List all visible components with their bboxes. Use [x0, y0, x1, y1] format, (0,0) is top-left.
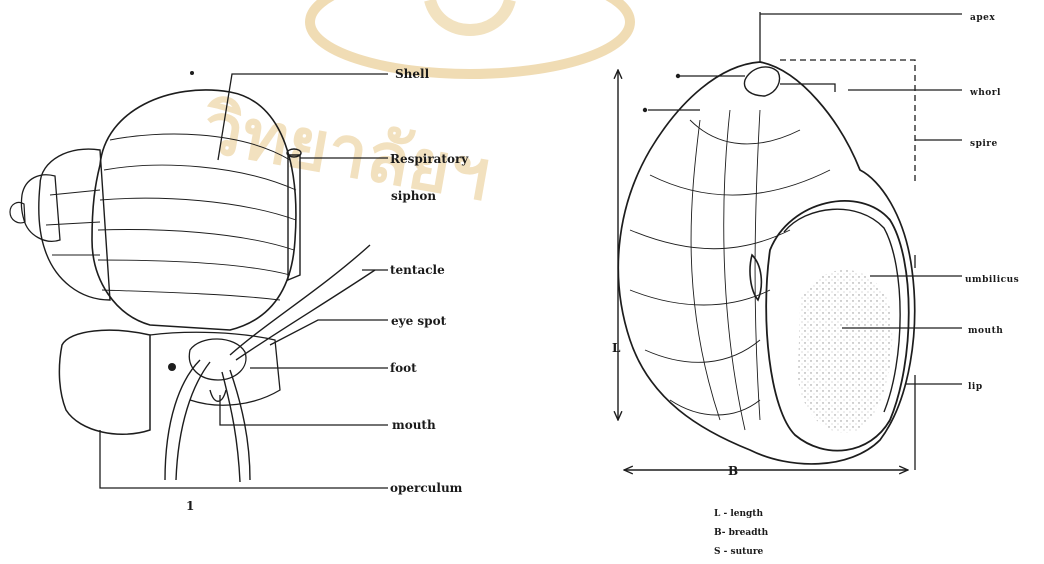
- shell-figure: L B apex whorl spire umbilicus mouth lip…: [612, 12, 1019, 557]
- label-umbilicus: umbilicus: [965, 275, 1019, 285]
- label-foot: foot: [390, 361, 417, 375]
- label-operculum: operculum: [390, 481, 463, 495]
- label-whorl: whorl: [969, 88, 1001, 98]
- label-apex: apex: [970, 13, 995, 23]
- snail-foot: [59, 330, 150, 434]
- dimension-length-label: L: [612, 341, 621, 355]
- label-tentacle: tentacle: [390, 263, 445, 277]
- watermark-seal: [310, 0, 630, 74]
- shell-aperture-shading: [798, 270, 892, 433]
- label-eye-spot: eye spot: [391, 314, 447, 328]
- shell-umbilicus: [750, 255, 761, 300]
- label-spire: spire: [970, 139, 998, 149]
- label-siphon: siphon: [391, 189, 436, 203]
- snail-tentacle-lower: [222, 370, 250, 482]
- caption-mark: 1: [186, 499, 194, 513]
- snail-mouth: [210, 390, 226, 401]
- snail-tentacle-right-2: [236, 270, 375, 360]
- watermark-emblem: [430, 0, 510, 30]
- label-lip: lip: [968, 382, 983, 392]
- shell-apex: [744, 67, 779, 96]
- snail-tentacle-left: [165, 360, 210, 480]
- legend-suture: S - suture: [714, 547, 764, 557]
- label-mouth-left: mouth: [392, 418, 436, 432]
- label-mouth-right: mouth: [968, 326, 1003, 336]
- snail-eye: [168, 363, 176, 371]
- legend-breadth: B- breadth: [714, 528, 769, 538]
- legend-length: L - length: [714, 509, 763, 519]
- label-respiratory: Respiratory: [390, 152, 469, 166]
- label-shell: Shell: [395, 67, 430, 81]
- dimension-breadth-label: B: [728, 464, 738, 478]
- watermark: วิทยาลัยฯ: [195, 0, 630, 217]
- shell-legend: L - length B- breadth S - suture: [714, 509, 769, 557]
